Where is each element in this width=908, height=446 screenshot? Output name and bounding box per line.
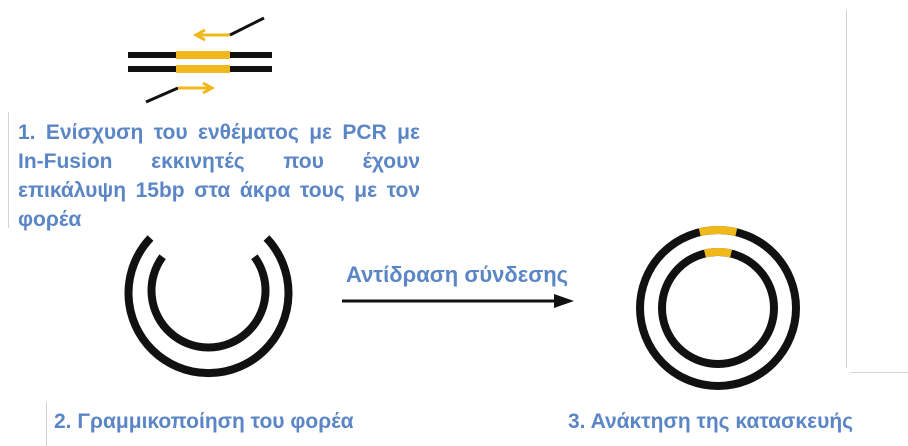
forward-primer-arrowhead	[202, 81, 216, 95]
linearized-vector	[124, 235, 293, 378]
reverse-primer	[192, 16, 265, 42]
step-3-caption: 3. Ανάκτηση της κατασκευής	[568, 410, 854, 433]
construct-insert-inner	[703, 248, 733, 258]
forward-primer	[145, 81, 216, 104]
ligation-arrow	[342, 294, 574, 308]
insert-segment-bottom	[176, 65, 230, 73]
frame-line-bottom-right	[850, 372, 908, 373]
pcr-insert-duplex	[128, 51, 272, 73]
recovered-construct	[636, 226, 800, 390]
reverse-primer-arrowhead	[192, 28, 206, 42]
ligation-reaction-label: Αντίδραση σύνδεσης	[346, 262, 569, 287]
step-2-caption: 2. Γραμμικοποίηση του φορέα	[54, 410, 354, 433]
reverse-primer-overhang	[229, 16, 265, 37]
insert-segment-top	[176, 51, 230, 59]
construct-insert-outer	[698, 226, 738, 237]
forward-primer-overhang	[145, 86, 179, 104]
step-1-caption: 1. Ενίσχυση του ενθέματος με PCR με In-F…	[18, 121, 420, 231]
construct-inner-strand	[658, 248, 778, 368]
vector-outer-strand	[124, 235, 293, 378]
frame-line-left	[8, 112, 9, 228]
frame-line-top-right	[846, 10, 847, 368]
frame-line-bottom-left	[46, 402, 47, 446]
vector-inner-strand	[147, 254, 270, 352]
ligation-arrowhead	[554, 294, 574, 308]
